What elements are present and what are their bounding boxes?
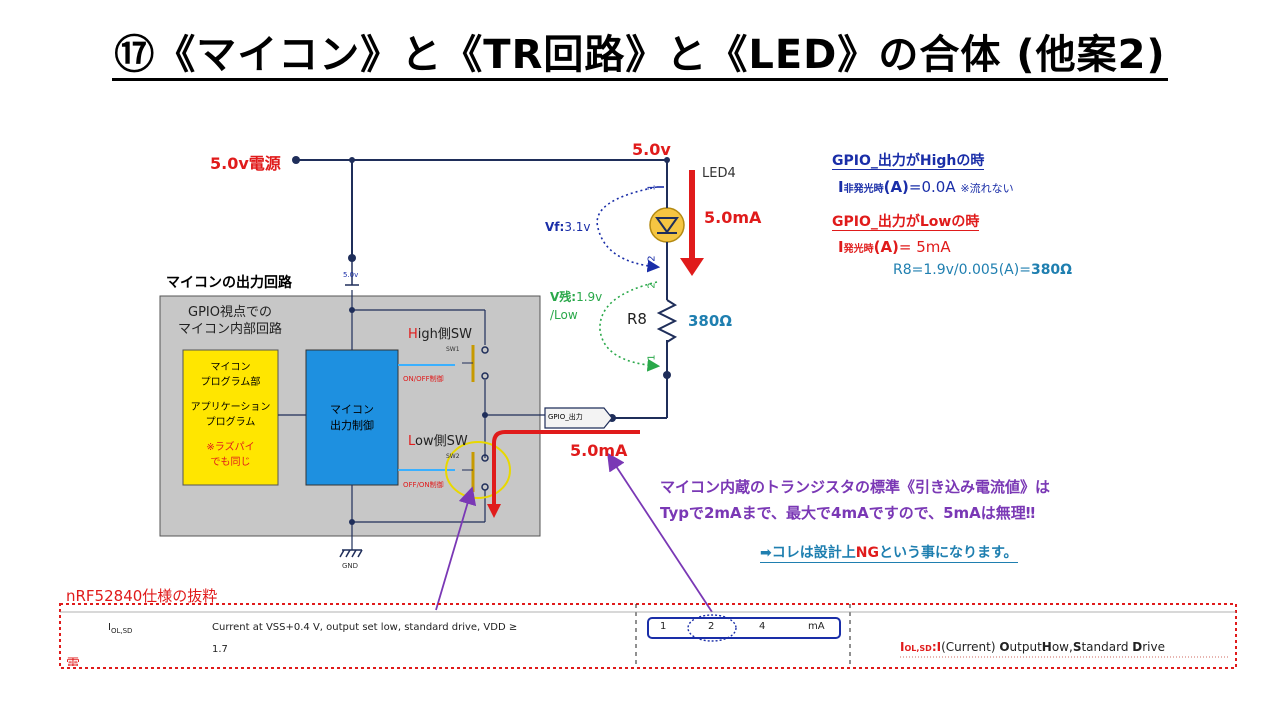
gpio-out-label: GPIO_出力 <box>548 413 583 421</box>
low-note-formula: I発光時(A)= 5mA <box>838 238 951 256</box>
vf-label: Vf:3.1v <box>545 220 591 234</box>
pointer-spec <box>607 452 713 613</box>
led-current-label: 5.0mA <box>704 208 762 227</box>
pin1-top: 1 <box>646 184 658 191</box>
pin1-bottom: 1 <box>646 354 658 361</box>
led-symbol <box>649 190 685 255</box>
vres-arc <box>599 281 661 372</box>
sw2-highlight <box>445 441 511 499</box>
spec-description-2: 1.7 <box>212 644 228 655</box>
sw2-control-label: OFF/ON制御 <box>403 481 444 489</box>
spec-frame <box>59 603 1237 669</box>
low-sw-label: Low側SW <box>408 434 468 449</box>
spec-label: nRF52840仕様の抜粋 <box>66 587 218 605</box>
vres-label: V残:1.9v/Low <box>550 290 603 322</box>
sw1-label: SW1 <box>446 346 460 353</box>
typ-highlight <box>687 614 737 642</box>
program-box <box>182 349 279 486</box>
high-note-title: GPIO_出力がHighの時 <box>832 153 985 170</box>
spec-param: IOL,SD <box>108 622 133 635</box>
mcu-out-title: マイコンの出力回路 <box>166 275 292 291</box>
led-name: LED4 <box>702 166 736 181</box>
control-box-label: マイコン出力制御 <box>330 403 374 432</box>
pin2-led: 2 <box>646 255 658 262</box>
r8-value: 380Ω <box>688 312 733 330</box>
gnd-label: GND <box>342 562 359 570</box>
control-box <box>305 349 399 486</box>
spec-typ: 2 <box>708 621 715 632</box>
gpio-out-pin <box>544 407 613 429</box>
gpio-view-label: GPIO視点でのマイコン内部回路 <box>178 305 283 337</box>
sw2-switch <box>462 452 489 492</box>
top-voltage-label: 5.0v <box>632 140 671 159</box>
r8-label: R8 <box>627 310 647 328</box>
low-note-title: GPIO_出力がLowの時 <box>832 214 980 231</box>
r8-equation: R8=1.9v/0.005(A)=380Ω <box>893 262 1073 278</box>
spec-unit: mA <box>808 621 825 632</box>
sw2-label: SW2 <box>446 453 460 460</box>
pin2-resistor: 2 <box>646 282 658 289</box>
supply-label: 5.0v電源 <box>210 154 281 173</box>
spec-legend: IOL,SD:I(Current) OutputHow,Standard Dri… <box>900 640 1165 654</box>
ng-conclusion: ➡コレは設計上NGという事になります。 <box>760 542 1018 563</box>
spec-left-mark: 電 <box>66 657 80 666</box>
pointer-sw2 <box>435 486 477 611</box>
spec-max: 4 <box>759 621 766 632</box>
sw1-control-label: ON/OFF制御 <box>403 375 444 383</box>
resistor-r8 <box>656 299 678 343</box>
sw1-switch <box>462 345 489 382</box>
program-box-label: マイコンプログラム部アプリケーションプログラム※ラズパイでも同じ <box>190 362 271 468</box>
gnd-symbol <box>339 549 363 558</box>
spec-values-box <box>647 617 841 639</box>
spec-description: Current at VSS+0.4 V, output set low, st… <box>212 622 518 633</box>
wires <box>278 159 668 550</box>
vcc-small-label: 5.0v <box>343 271 359 279</box>
junction-dots <box>292 156 671 525</box>
page-title: ⑰《マイコン》と《TR回路》と《LED》の合体 (他案2) <box>0 22 1280 81</box>
sink-current-arrow <box>492 430 640 508</box>
spec-min: 1 <box>660 621 667 632</box>
high-sw-label: High側SW <box>408 327 472 342</box>
sink-current-label: 5.0mA <box>570 441 628 460</box>
high-note-formula: I非発光時(A)=0.0A ※流れない <box>838 178 1014 196</box>
